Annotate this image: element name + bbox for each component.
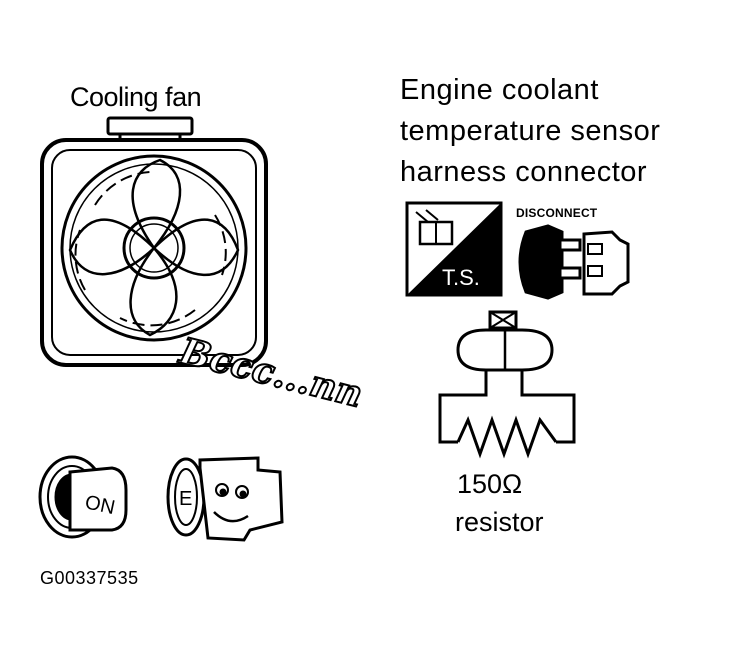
sensor-label-line-2: temperature sensor bbox=[400, 115, 661, 147]
disconnect-label: DISCONNECT bbox=[516, 206, 598, 220]
sensor-label-line-3: harness connector bbox=[400, 156, 648, 188]
engine-letter: E bbox=[179, 488, 192, 510]
disconnect-connector-icon bbox=[518, 224, 630, 300]
ts-text: T.S. bbox=[442, 265, 480, 290]
resistor-circuit bbox=[438, 310, 576, 459]
resistor-text: resistor bbox=[455, 507, 544, 537]
resistor-label: 150Ω resistor bbox=[455, 465, 544, 541]
ts-connector-icon: T.S. bbox=[405, 201, 503, 297]
cooling-fan-label: Cooling fan bbox=[70, 82, 202, 112]
fan-sound-effect: Bccc...nn bbox=[174, 329, 368, 417]
resistor-value: 150Ω bbox=[457, 469, 523, 499]
figure-code: G00337535 bbox=[40, 568, 139, 588]
ignition-key-icon: ON bbox=[38, 455, 128, 539]
cooling-fan-icon bbox=[40, 116, 268, 367]
sound-effect-text: Bccc...nn bbox=[175, 330, 367, 416]
resistor-symbol bbox=[456, 415, 558, 459]
engine-icon: E bbox=[166, 456, 284, 542]
sensor-label-line-1: Engine coolant bbox=[400, 74, 599, 106]
sensor-label: Engine coolant temperature sensor harnes… bbox=[400, 70, 660, 193]
